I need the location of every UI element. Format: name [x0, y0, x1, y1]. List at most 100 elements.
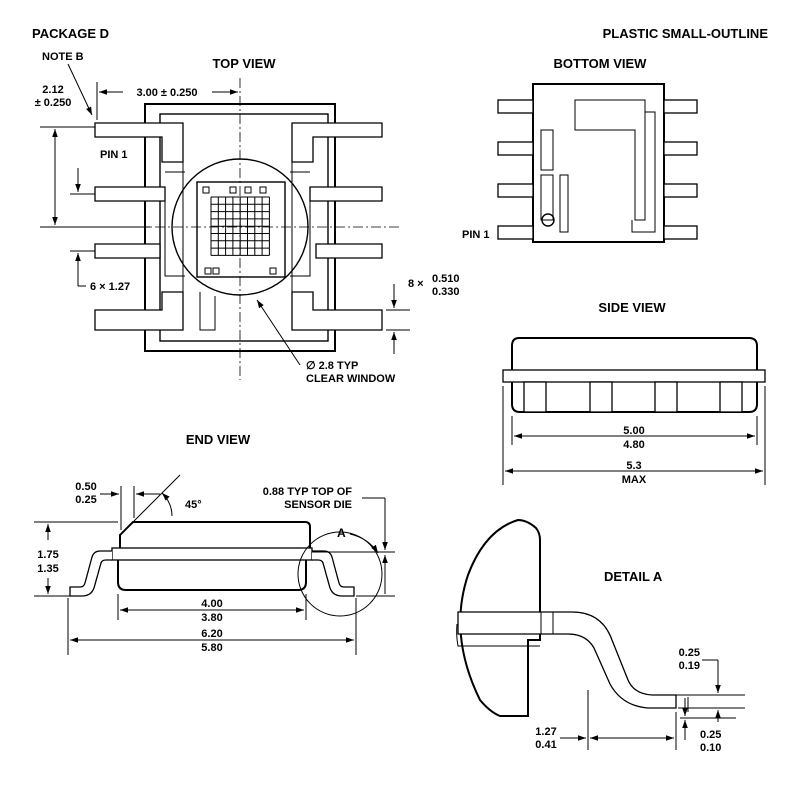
bottom-lead-right-1: [663, 99, 698, 114]
side-view-title: SIDE VIEW: [598, 300, 666, 315]
end-dim-height-top: 1.75: [37, 549, 58, 561]
end-body-top: [119, 521, 311, 548]
bottom-view-title: BOTTOM VIEW: [554, 56, 648, 71]
end-angle-line: [133, 474, 181, 522]
clear-window-circle: [171, 158, 309, 296]
lead-left-3: [94, 243, 161, 259]
pin1-label-bottom: PIN 1: [462, 229, 490, 241]
end-lead-left: [69, 550, 112, 597]
clear-window-label-2: CLEAR WINDOW: [306, 373, 396, 385]
side-dim-length-top: 5.00: [623, 425, 644, 437]
side-lead-4: [719, 381, 743, 413]
pin1-label-top: PIN 1: [100, 149, 128, 161]
dim-pitch-text: 6 × 1.27: [90, 281, 130, 293]
die-bond-pads: [202, 186, 277, 275]
trace-left-b: [164, 171, 185, 277]
end-dim-overall-top: 6.20: [201, 628, 222, 640]
end-dim-body-bottom: 3.80: [201, 612, 222, 624]
dim-leadw-top: 0.510: [432, 273, 460, 285]
bottom-lead-right-3: [663, 183, 698, 198]
lead-left-2: [94, 186, 166, 202]
bottom-frame-left: [540, 129, 569, 233]
end-view: END VIEW 0.50 0.25 45° 1.75 1.35 4.00 3.…: [34, 432, 395, 655]
bottom-lead-right-4: [663, 225, 698, 240]
bond-pad: [229, 186, 237, 194]
bond-pad: [259, 186, 267, 194]
end-dim-chamfer-top: 0.50: [75, 481, 96, 493]
bottom-lead-left-2: [497, 141, 534, 156]
top-view: TOP VIEW NOTE B 2.12 ± 0.250 3.00 ± 0.25…: [35, 51, 460, 385]
bottom-lead-left-3: [497, 183, 534, 198]
note-b-leader: [67, 63, 93, 116]
end-view-title: END VIEW: [186, 432, 251, 447]
detail-body-parting: [456, 623, 540, 647]
pin1-marker-dot: [541, 213, 555, 227]
trace-left-c: [199, 292, 216, 331]
end-sensor-label-1: 0.88 TYP TOP OF: [263, 486, 353, 498]
bottom-lead-left-1: [497, 99, 534, 114]
end-dim-chamfer-bottom: 0.25: [75, 494, 96, 506]
lead-right-7: [309, 186, 383, 202]
detail-a-callout-arrow: [349, 533, 379, 554]
dim-width-text: 3.00 ± 0.250: [136, 87, 197, 99]
package-type: PLASTIC SMALL-OUTLINE: [603, 26, 769, 41]
detail-a-callout-label: A: [337, 526, 346, 540]
side-body-top: [511, 337, 758, 373]
side-lead-1: [523, 381, 547, 413]
end-dim-body-top: 4.00: [201, 598, 222, 610]
side-dim-length-bottom: 4.80: [623, 439, 644, 451]
bottom-lead-left-4: [497, 225, 534, 240]
bond-pad: [244, 186, 252, 194]
detail-a-title: DETAIL A: [604, 569, 663, 584]
note-b-label: NOTE B: [42, 51, 84, 63]
dim-pin1-offset-top: 2.12: [42, 84, 63, 96]
end-sensor-label-2: SENSOR DIE: [284, 499, 352, 511]
bond-pad: [204, 267, 212, 275]
bottom-frame-top: [574, 99, 646, 221]
side-dim-max-bottom: MAX: [622, 474, 647, 486]
photodiode-array: [210, 196, 270, 256]
bond-pad: [269, 267, 277, 275]
lead-right-5: [291, 291, 383, 331]
detail-a: DETAIL A 0.25 0.19 0.25 0.10 1.27 0.41: [456, 518, 745, 754]
end-angle-text: 45°: [185, 499, 202, 511]
detail-standoff-bottom: 0.10: [700, 742, 721, 754]
detail-thk-top: 0.25: [679, 647, 700, 659]
end-dim-overall-bottom: 5.80: [201, 642, 222, 654]
detail-standoff-top: 0.25: [700, 729, 721, 741]
detail-foot-top: 1.27: [535, 726, 556, 738]
trace-right-b: [290, 171, 311, 277]
end-lead-right: [312, 550, 355, 597]
detail-lead: [457, 611, 677, 709]
dim-leadw-bottom: 0.330: [432, 286, 460, 298]
bottom-body-outline: [532, 83, 665, 243]
end-lead-frame: [111, 547, 313, 561]
lead-right-8: [291, 122, 383, 163]
clear-window-leader: [256, 299, 301, 366]
end-angle-arc: [161, 492, 173, 517]
package-body-outline: [144, 103, 336, 352]
side-lead-2: [589, 381, 613, 413]
package-label: PACKAGE D: [32, 26, 109, 41]
side-view: SIDE VIEW 5.00 4.80 5.3 MAX: [502, 300, 766, 486]
side-dim-max-top: 5.3: [626, 460, 641, 472]
end-dim-height-bottom: 1.35: [37, 563, 58, 575]
detail-a-callout-circle: [297, 531, 383, 617]
lead-right-6: [315, 243, 383, 259]
detail-thk-bottom: 0.19: [679, 660, 700, 672]
lead-left-4: [94, 291, 184, 331]
end-body-bottom: [117, 560, 307, 591]
package-body-inner: [159, 113, 329, 342]
bottom-frame-right: [631, 111, 656, 233]
side-lead-frame: [502, 369, 766, 383]
bottom-view: BOTTOM VIEW PIN 1: [462, 56, 698, 243]
bond-pad: [202, 186, 210, 194]
bond-pad: [212, 267, 220, 275]
dim-pin1-offset-bottom: ± 0.250: [35, 97, 72, 109]
bottom-lead-right-2: [663, 141, 698, 156]
detail-foot-bottom: 0.41: [535, 739, 556, 751]
lead-left-1: [94, 122, 184, 163]
dim-leadw-count: 8 ×: [408, 278, 424, 290]
detail-body: [459, 518, 541, 717]
